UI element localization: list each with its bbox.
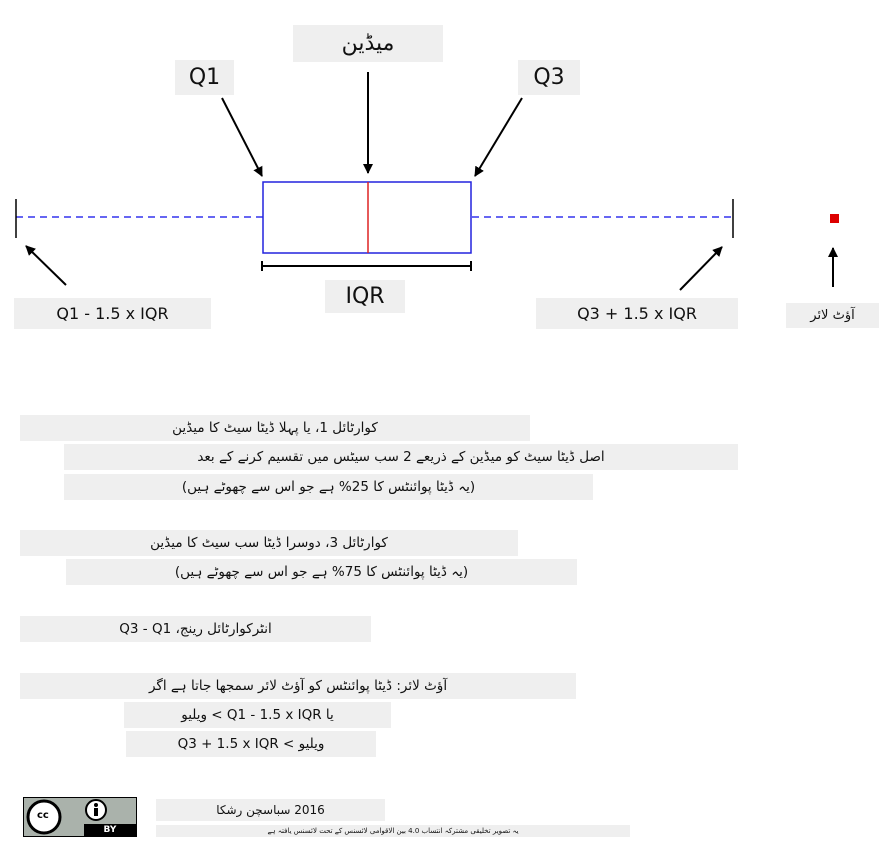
arrow-lower-fence xyxy=(25,245,67,286)
q1-description-line-1: کوارٹائل 1، یا پہلا ڈیٹا سیٹ کا میڈین xyxy=(20,415,530,441)
median-label: میڈین xyxy=(293,25,443,62)
license-text: یہ تصویر تخلیقی مشترکہ انتساب 4.0 بین ال… xyxy=(156,825,630,837)
upper-fence-label: Q3 + 1.5 x IQR xyxy=(536,298,738,329)
q3-description-line-1: کوارٹائل 3، دوسرا ڈیٹا سب سیٹ کا میڈین xyxy=(20,530,518,556)
q1-description-line-2: اصل ڈیٹا سیٹ کو میڈین کے ذریعے 2 سب سیٹس… xyxy=(64,444,738,470)
cc-label: cc xyxy=(37,810,49,821)
arrow-q1 xyxy=(221,97,263,177)
iqr-description: انٹرکوارٹائل رینج، Q3 - Q1 xyxy=(20,616,371,642)
q1-description-line-3: (یہ ڈیٹا پوائنٹس کا 25% ہے جو اس سے چھوٹ… xyxy=(64,474,593,500)
cc-by-license-badge: cc BY xyxy=(23,797,137,837)
arrow-upper-fence xyxy=(679,246,723,291)
by-label: BY xyxy=(84,824,136,836)
iqr-label: IQR xyxy=(325,280,405,313)
boxplot-diagram xyxy=(15,72,839,291)
outlier-description-line-1: آؤٹ لائر: ڈیٹا پوائنٹس کو آؤٹ لائر سمجھا… xyxy=(20,673,576,699)
cc-logo-icon xyxy=(26,799,107,835)
outlier-description-line-3: ویلیو > Q3 + 1.5 x IQR xyxy=(126,731,376,757)
arrow-q3 xyxy=(474,97,523,177)
q3-label: Q3 xyxy=(518,60,580,95)
outlier-description-line-2: یا Q1 - 1.5 x IQR > ویلیو xyxy=(124,702,391,728)
q3-description-line-2: (یہ ڈیٹا پوائنٹس کا 75% ہے جو اس سے چھوٹ… xyxy=(66,559,577,585)
outlier-label: آؤٹ لائر xyxy=(786,303,879,328)
iqr-box xyxy=(262,181,472,254)
outlier-point xyxy=(830,214,839,223)
lower-fence-label: Q1 - 1.5 x IQR xyxy=(14,298,211,329)
q1-label: Q1 xyxy=(175,60,234,95)
author-credit: 2016 سباسچن رشکا xyxy=(156,799,385,821)
